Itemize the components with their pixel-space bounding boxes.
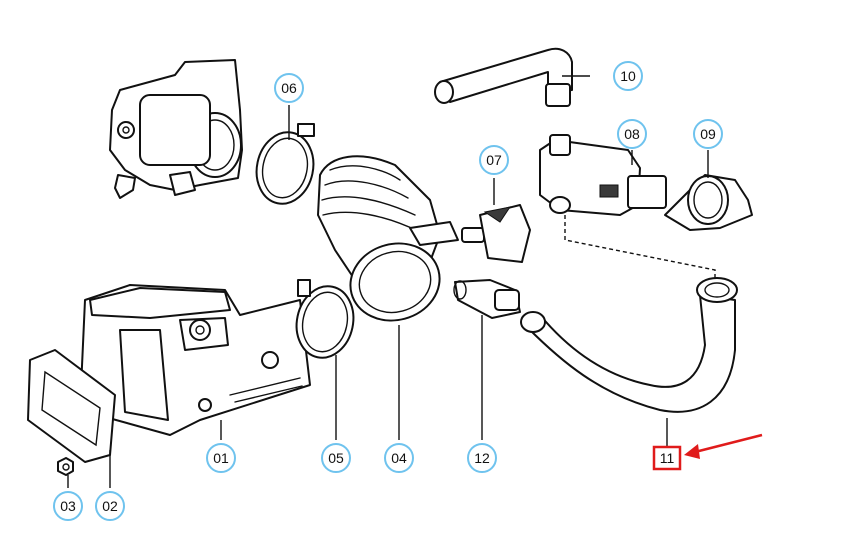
svg-text:09: 09 — [700, 126, 716, 142]
callout-05[interactable]: 05 — [321, 443, 351, 473]
idle-valve-08-drawing — [539, 134, 667, 216]
svg-text:01: 01 — [213, 450, 229, 466]
svg-text:11: 11 — [660, 450, 675, 466]
leader-lines — [67, 75, 709, 488]
air-flow-meter-drawing — [79, 284, 311, 436]
callout-09[interactable]: 09 — [693, 119, 723, 149]
callout-02[interactable]: 02 — [95, 491, 125, 521]
svg-text:07: 07 — [486, 152, 502, 168]
holder-09-drawing — [664, 174, 753, 231]
svg-text:10: 10 — [620, 68, 636, 84]
svg-text:08: 08 — [624, 126, 640, 142]
throttle-body-drawing — [109, 59, 243, 199]
nut-03-drawing — [57, 457, 74, 476]
callout-08[interactable]: 08 — [617, 119, 647, 149]
callout-10[interactable]: 10 — [613, 61, 643, 91]
svg-text:04: 04 — [391, 450, 407, 466]
callout-07[interactable]: 07 — [479, 145, 509, 175]
callout-11-highlighted[interactable]: 11 — [652, 445, 682, 471]
callout-12[interactable]: 12 — [467, 443, 497, 473]
callout-04[interactable]: 04 — [384, 443, 414, 473]
svg-text:03: 03 — [60, 498, 76, 514]
callout-03[interactable]: 03 — [53, 491, 83, 521]
svg-text:12: 12 — [474, 450, 490, 466]
hose-clamp-06-drawing — [255, 123, 315, 205]
hose-clamp-05-drawing — [295, 279, 355, 359]
svg-text:05: 05 — [328, 450, 344, 466]
callout-06[interactable]: 06 — [274, 73, 304, 103]
valve-07-drawing — [479, 204, 531, 263]
connector-12-drawing — [453, 279, 521, 319]
highlight-arrow — [684, 433, 763, 459]
callout-01[interactable]: 01 — [206, 443, 236, 473]
bent-pipe-10-drawing — [434, 47, 573, 107]
hose-11-drawing — [520, 215, 738, 413]
svg-text:06: 06 — [281, 80, 297, 96]
svg-text:02: 02 — [102, 498, 118, 514]
